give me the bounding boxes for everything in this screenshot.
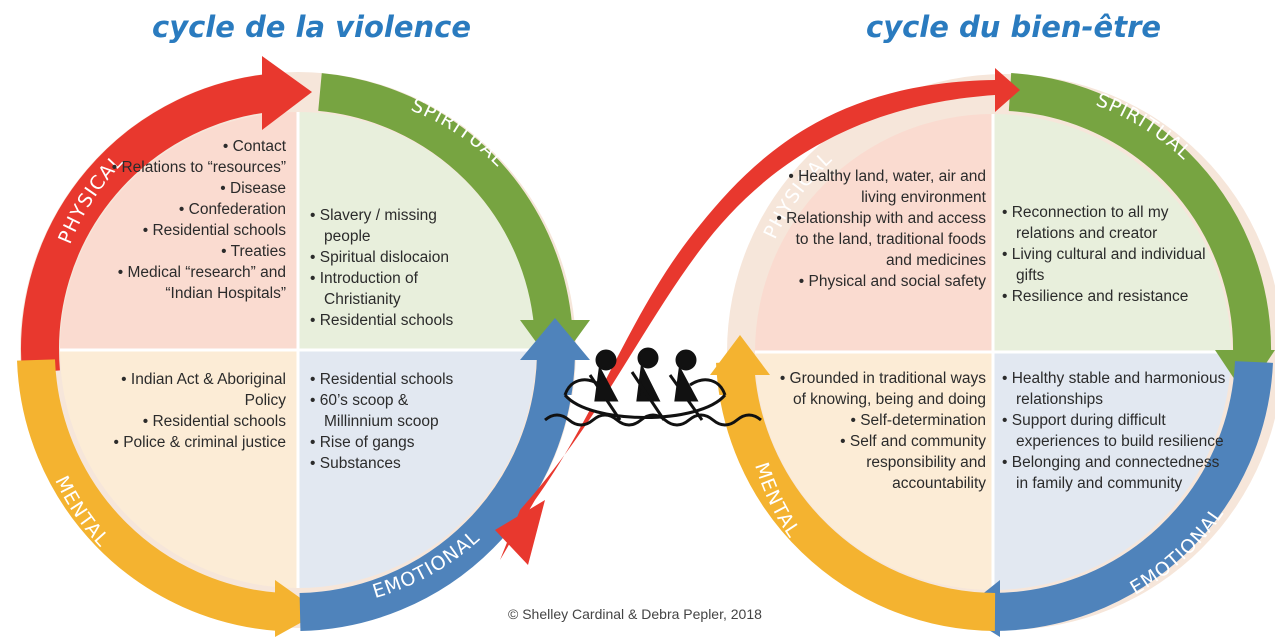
list-item: Medical “research” and “Indian Hospitals…	[100, 262, 286, 304]
list-item: Physical and social safety	[768, 271, 986, 292]
list-item: Treaties	[100, 241, 286, 262]
list-item: Rise of gangs	[310, 432, 480, 453]
right-mental-arc	[716, 361, 996, 631]
right-physical-list: Healthy land, water, air and living envi…	[768, 166, 986, 292]
list-item: Contact	[100, 136, 286, 157]
right-emotional-arc	[989, 361, 1273, 632]
right-cycle-title: cycle du bien-être	[866, 10, 1162, 44]
right-emotional-list: Healthy stable and harmonious relationsh…	[1002, 368, 1227, 494]
copyright-notice: © Shelley Cardinal & Debra Pepler, 2018	[508, 606, 762, 622]
left-mental-arc	[17, 359, 282, 631]
list-item: Self and community responsibility and ac…	[772, 431, 986, 494]
list-item: Substances	[310, 453, 480, 474]
list-item: Slavery / missing people	[310, 205, 485, 247]
right-spiritual-arc	[1008, 73, 1272, 356]
left-emotional-list: Residential schools 60’s scoop & Millinn…	[310, 369, 480, 474]
canoe-with-paddlers-icon	[544, 347, 762, 427]
list-item: Residential schools	[100, 411, 286, 432]
right-spiritual-list: Reconnection to all my relations and cre…	[1002, 202, 1227, 307]
left-spiritual-arc	[318, 73, 572, 327]
list-item: Residential schools	[310, 310, 485, 331]
list-item: Self-determination	[772, 410, 986, 431]
list-item: Healthy stable and harmonious relationsh…	[1002, 368, 1227, 410]
left-mental-list: Indian Act & Aboriginal Policy Residenti…	[100, 369, 286, 453]
list-item: Confederation	[100, 199, 286, 220]
list-item: Reconnection to all my relations and cre…	[1002, 202, 1227, 244]
left-physical-list: Contact Relations to “resources” Disease…	[100, 136, 286, 304]
list-item: Introduction of Christianity	[310, 268, 485, 310]
list-item: Grounded in traditional ways of knowing,…	[772, 368, 986, 410]
left-cycle-title: cycle de la violence	[152, 10, 471, 44]
right-mental-list: Grounded in traditional ways of knowing,…	[772, 368, 986, 494]
list-item: Belonging and connectedness in family an…	[1002, 452, 1227, 494]
list-item: Living cultural and individual gifts	[1002, 244, 1227, 286]
left-emotional-arc	[299, 354, 575, 631]
left-spiritual-list: Slavery / missing people Spiritual dislo…	[310, 205, 485, 331]
list-item: Healthy land, water, air and living envi…	[768, 166, 986, 208]
list-item: Relations to “resources”	[100, 157, 286, 178]
list-item: Residential schools	[310, 369, 480, 390]
infinity-crossover-band	[500, 68, 1020, 560]
list-item: Relationship with and access to the land…	[768, 208, 986, 271]
list-item: Indian Act & Aboriginal Policy	[100, 369, 286, 411]
list-item: Police & criminal justice	[100, 432, 286, 453]
list-item: Spiritual dislocaion	[310, 247, 485, 268]
list-item: Residential schools	[100, 220, 286, 241]
list-item: Resilience and resistance	[1002, 286, 1227, 307]
list-item: 60’s scoop & Millinnium scoop	[310, 390, 480, 432]
list-item: Disease	[100, 178, 286, 199]
list-item: Support during difficult experiences to …	[1002, 410, 1227, 452]
